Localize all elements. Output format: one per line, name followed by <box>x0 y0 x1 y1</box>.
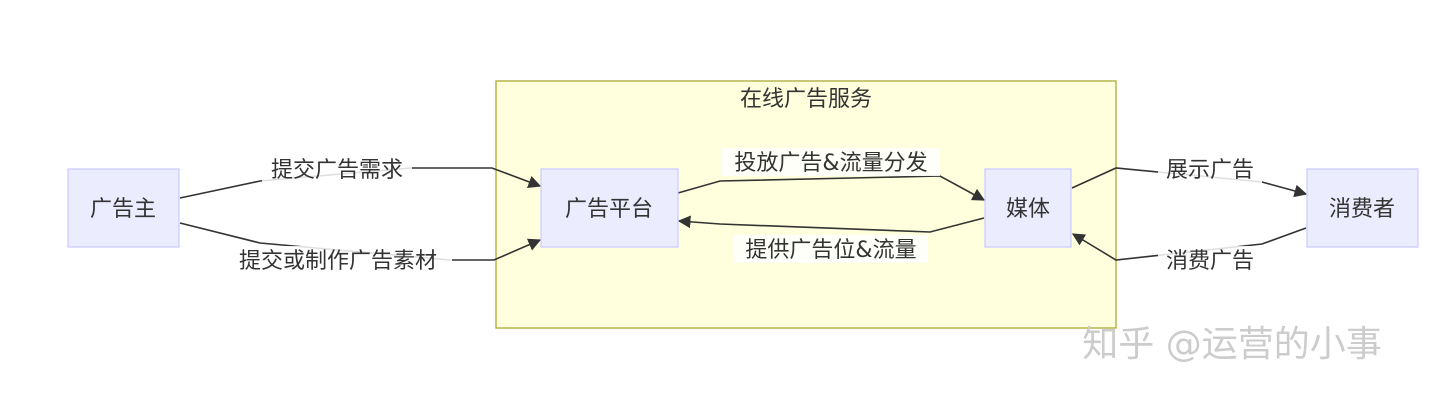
edge-label-submit-material-text: 提交或制作广告素材 <box>239 249 437 274</box>
edge-deliver <box>677 175 986 201</box>
node-ad-platform-label: 广告平台 <box>565 197 653 222</box>
node-consumer: 消费者 <box>1306 168 1419 248</box>
cluster-title: 在线广告服务 <box>740 87 872 112</box>
edge-label-deliver-text: 投放广告&流量分发 <box>734 151 927 176</box>
edge-label-provide-text: 提供广告位&流量 <box>745 238 916 263</box>
edge-label-consume: 消费广告 <box>1158 246 1262 274</box>
edge-provide <box>677 215 985 233</box>
edge-label-submit-demand: 提交广告需求 <box>262 155 412 183</box>
node-advertiser: 广告主 <box>67 168 180 248</box>
edge-label-deliver: 投放广告&流量分发 <box>722 148 940 176</box>
edge-label-submit-demand-text: 提交广告需求 <box>271 158 403 183</box>
node-ad-platform: 广告平台 <box>540 168 679 248</box>
node-media-label: 媒体 <box>1006 197 1050 222</box>
node-media: 媒体 <box>984 168 1072 248</box>
watermark-text: 知乎 @运营的小事 <box>1082 324 1381 365</box>
node-consumer-label: 消费者 <box>1329 197 1395 222</box>
edge-label-display: 展示广告 <box>1158 155 1262 183</box>
node-advertiser-label: 广告主 <box>90 197 156 222</box>
edge-label-consume-text: 消费广告 <box>1166 249 1254 274</box>
edge-label-submit-material: 提交或制作广告素材 <box>224 246 452 274</box>
edge-label-display-text: 展示广告 <box>1166 158 1254 183</box>
edge-label-provide: 提供广告位&流量 <box>734 235 928 263</box>
